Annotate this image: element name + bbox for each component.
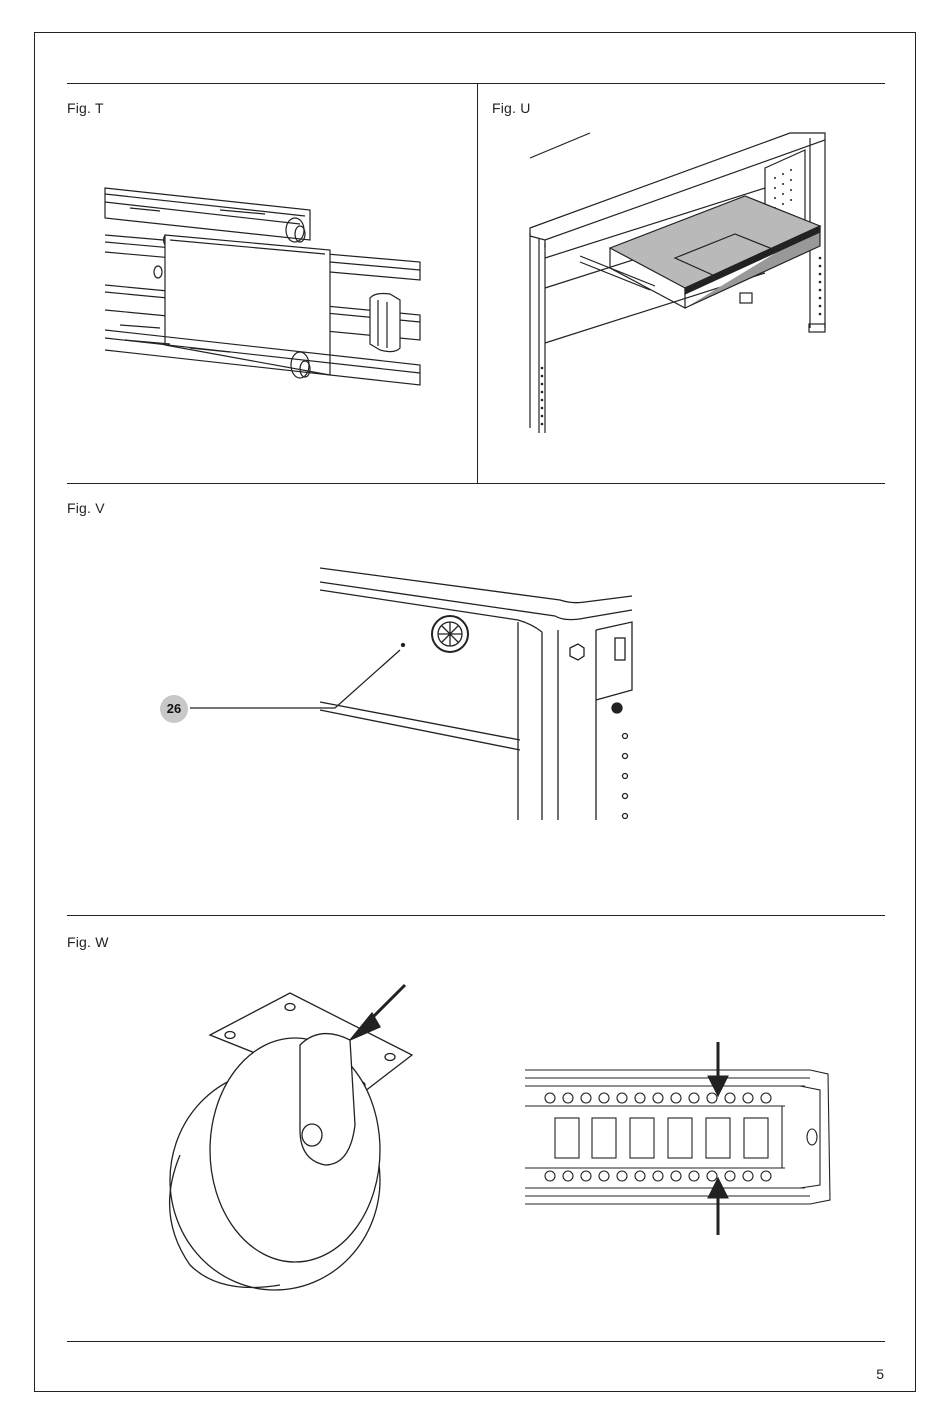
figure-u-label: Fig. U <box>492 100 531 116</box>
figure-w-label: Fig. W <box>67 934 109 950</box>
divider-vertical <box>477 84 478 483</box>
figure-t-slide-illustration <box>100 180 430 390</box>
callout-26-label: 26 <box>160 701 188 716</box>
divider-bottom <box>67 1341 885 1342</box>
figure-u-workbench-illustration <box>525 128 835 438</box>
figure-w-rail-illustration <box>520 1040 840 1240</box>
divider-middle <box>67 483 885 484</box>
page-number: 5 <box>876 1366 884 1382</box>
figure-v-label: Fig. V <box>67 500 105 516</box>
figure-v-bench-corner-illustration <box>160 560 640 825</box>
figure-w-caster-illustration <box>150 985 420 1295</box>
figure-t-label: Fig. T <box>67 100 104 116</box>
divider-top <box>67 83 885 84</box>
divider-lower <box>67 915 885 916</box>
